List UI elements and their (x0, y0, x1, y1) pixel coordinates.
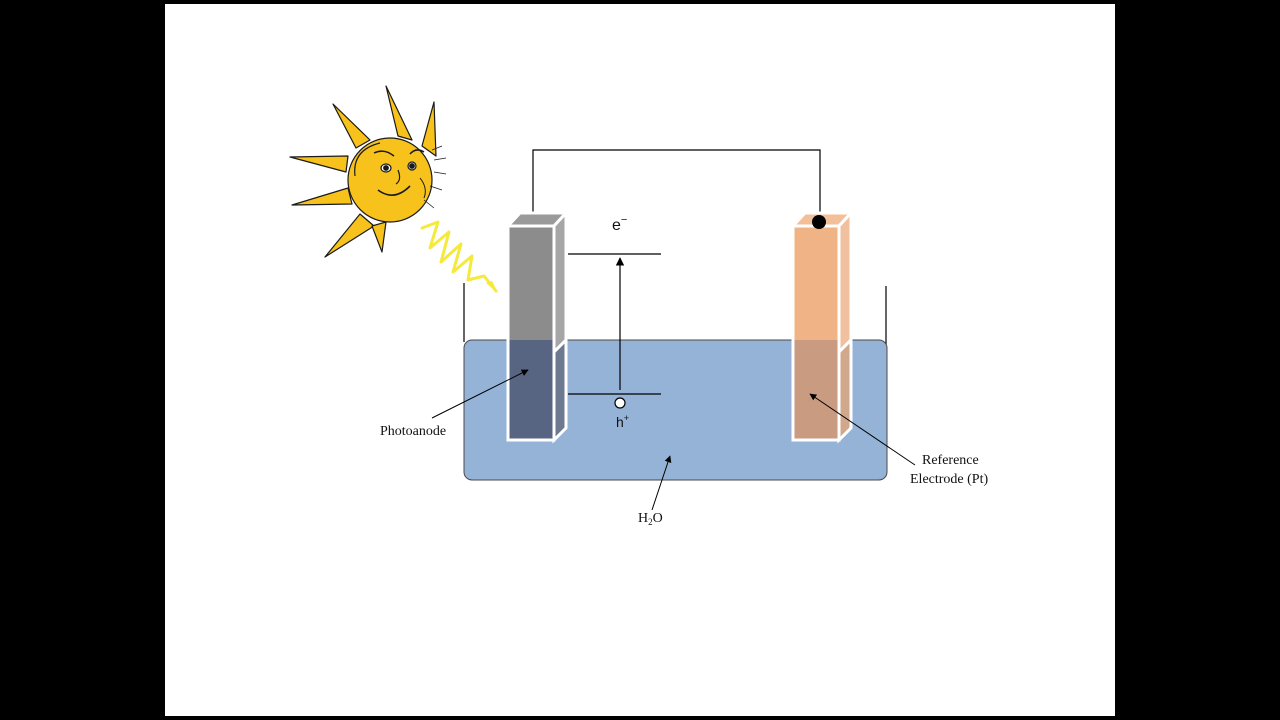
reference-electrode-label-line1: Reference (922, 453, 979, 468)
water-pointer-arrow (651, 455, 672, 511)
photoanode-pointer-arrow (431, 369, 529, 419)
reference-electrode-label-line2: Electrode (Pt) (910, 472, 988, 487)
photoanode-electrode (504, 209, 570, 444)
wire-contact-dot (812, 215, 826, 229)
light-wave-arrowhead (486, 281, 498, 293)
external-wire (532, 149, 821, 222)
water-label: H2O (638, 511, 663, 527)
electron-label: e− (612, 214, 627, 234)
photoanode-label: Photoanode (380, 424, 446, 439)
reference-electrode (789, 209, 855, 444)
hole-label: h+ (616, 413, 629, 430)
water-body (463, 339, 888, 481)
light-wave-icon (420, 220, 498, 293)
hole-circle (614, 397, 626, 409)
sun-face-icon (289, 85, 447, 258)
reference-pointer-arrow (809, 393, 916, 466)
